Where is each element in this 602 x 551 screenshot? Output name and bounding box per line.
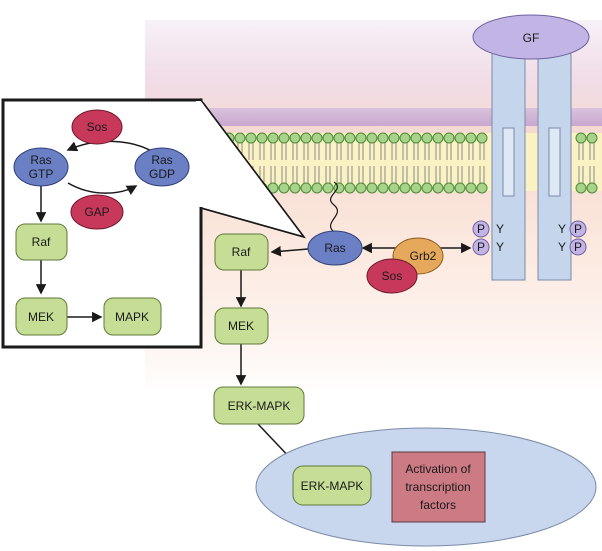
phospho-left-1: P <box>477 222 485 236</box>
erk-mapk-nuclear-label: ERK-MAPK <box>301 479 364 493</box>
ras-main: Ras <box>307 230 363 266</box>
inset-ras-gtp: Ras GTP <box>13 147 69 187</box>
inset-raf: Raf <box>15 223 68 261</box>
inset-ras-gtp-line-1: Ras <box>30 153 51 167</box>
activation-line-3: factors <box>420 498 456 512</box>
ras-lipid-anchor <box>330 181 338 233</box>
inset-gap: GAP <box>70 194 124 230</box>
inset-sos: Sos <box>71 109 123 145</box>
nucleus: ERK-MAPK Activation of transcription fac… <box>255 427 597 547</box>
ras-main-label: Ras <box>324 241 345 255</box>
inset-ras-gdp: Ras GDP <box>134 147 190 187</box>
phospho-right-1: P <box>574 222 582 236</box>
tyrosine-right-2: Y <box>558 240 566 254</box>
receptor-left <box>491 47 526 281</box>
erk-mapk-nuclear-box <box>292 465 372 506</box>
tyrosine-left-1: Y <box>496 222 504 236</box>
sos-main-label: Sos <box>382 269 403 283</box>
inset-mapk: MAPK <box>103 297 162 336</box>
inset-mek-label: MEK <box>28 310 54 324</box>
activation-line-1: Activation of <box>405 462 471 476</box>
phosphotyrosines-right: Y P Y P <box>558 220 587 256</box>
receptor-right <box>537 47 572 281</box>
inset-sos-label: Sos <box>87 120 108 134</box>
tyrosine-left-2: Y <box>496 240 504 254</box>
extracellular-band <box>145 108 602 126</box>
gf-label: GF <box>523 31 540 45</box>
mek-main-label: MEK <box>228 319 254 333</box>
inset-ras-gdp-line-2: GDP <box>149 167 175 181</box>
growth-factor: GF <box>472 14 590 60</box>
inset-raf-label: Raf <box>32 235 51 249</box>
inset-gap-label: GAP <box>84 205 109 219</box>
inset-mek: MEK <box>15 297 68 336</box>
mek-main: MEK <box>214 307 269 345</box>
activation-box <box>391 451 486 523</box>
raf-main: Raf <box>214 233 269 271</box>
inset-arrows <box>35 140 156 323</box>
inset-mapk-label: MAPK <box>115 310 149 324</box>
tyrosine-right-1: Y <box>558 222 566 236</box>
sos-main: Sos <box>366 258 418 294</box>
phosphotyrosines-left: P Y P Y <box>472 220 504 256</box>
phospho-right-2: P <box>574 240 582 254</box>
raf-main-label: Raf <box>232 245 251 259</box>
erk-mapk-main-label: ERK-MAPK <box>228 399 291 413</box>
phospho-left-2: P <box>477 240 485 254</box>
inset-ras-gdp-line-1: Ras <box>151 153 172 167</box>
erk-mapk-main: ERK-MAPK <box>213 386 305 425</box>
activation-line-2: transcription <box>405 480 470 494</box>
inset-ras-gtp-line-2: GTP <box>29 167 54 181</box>
grb2-label: Grb2 <box>410 249 437 263</box>
